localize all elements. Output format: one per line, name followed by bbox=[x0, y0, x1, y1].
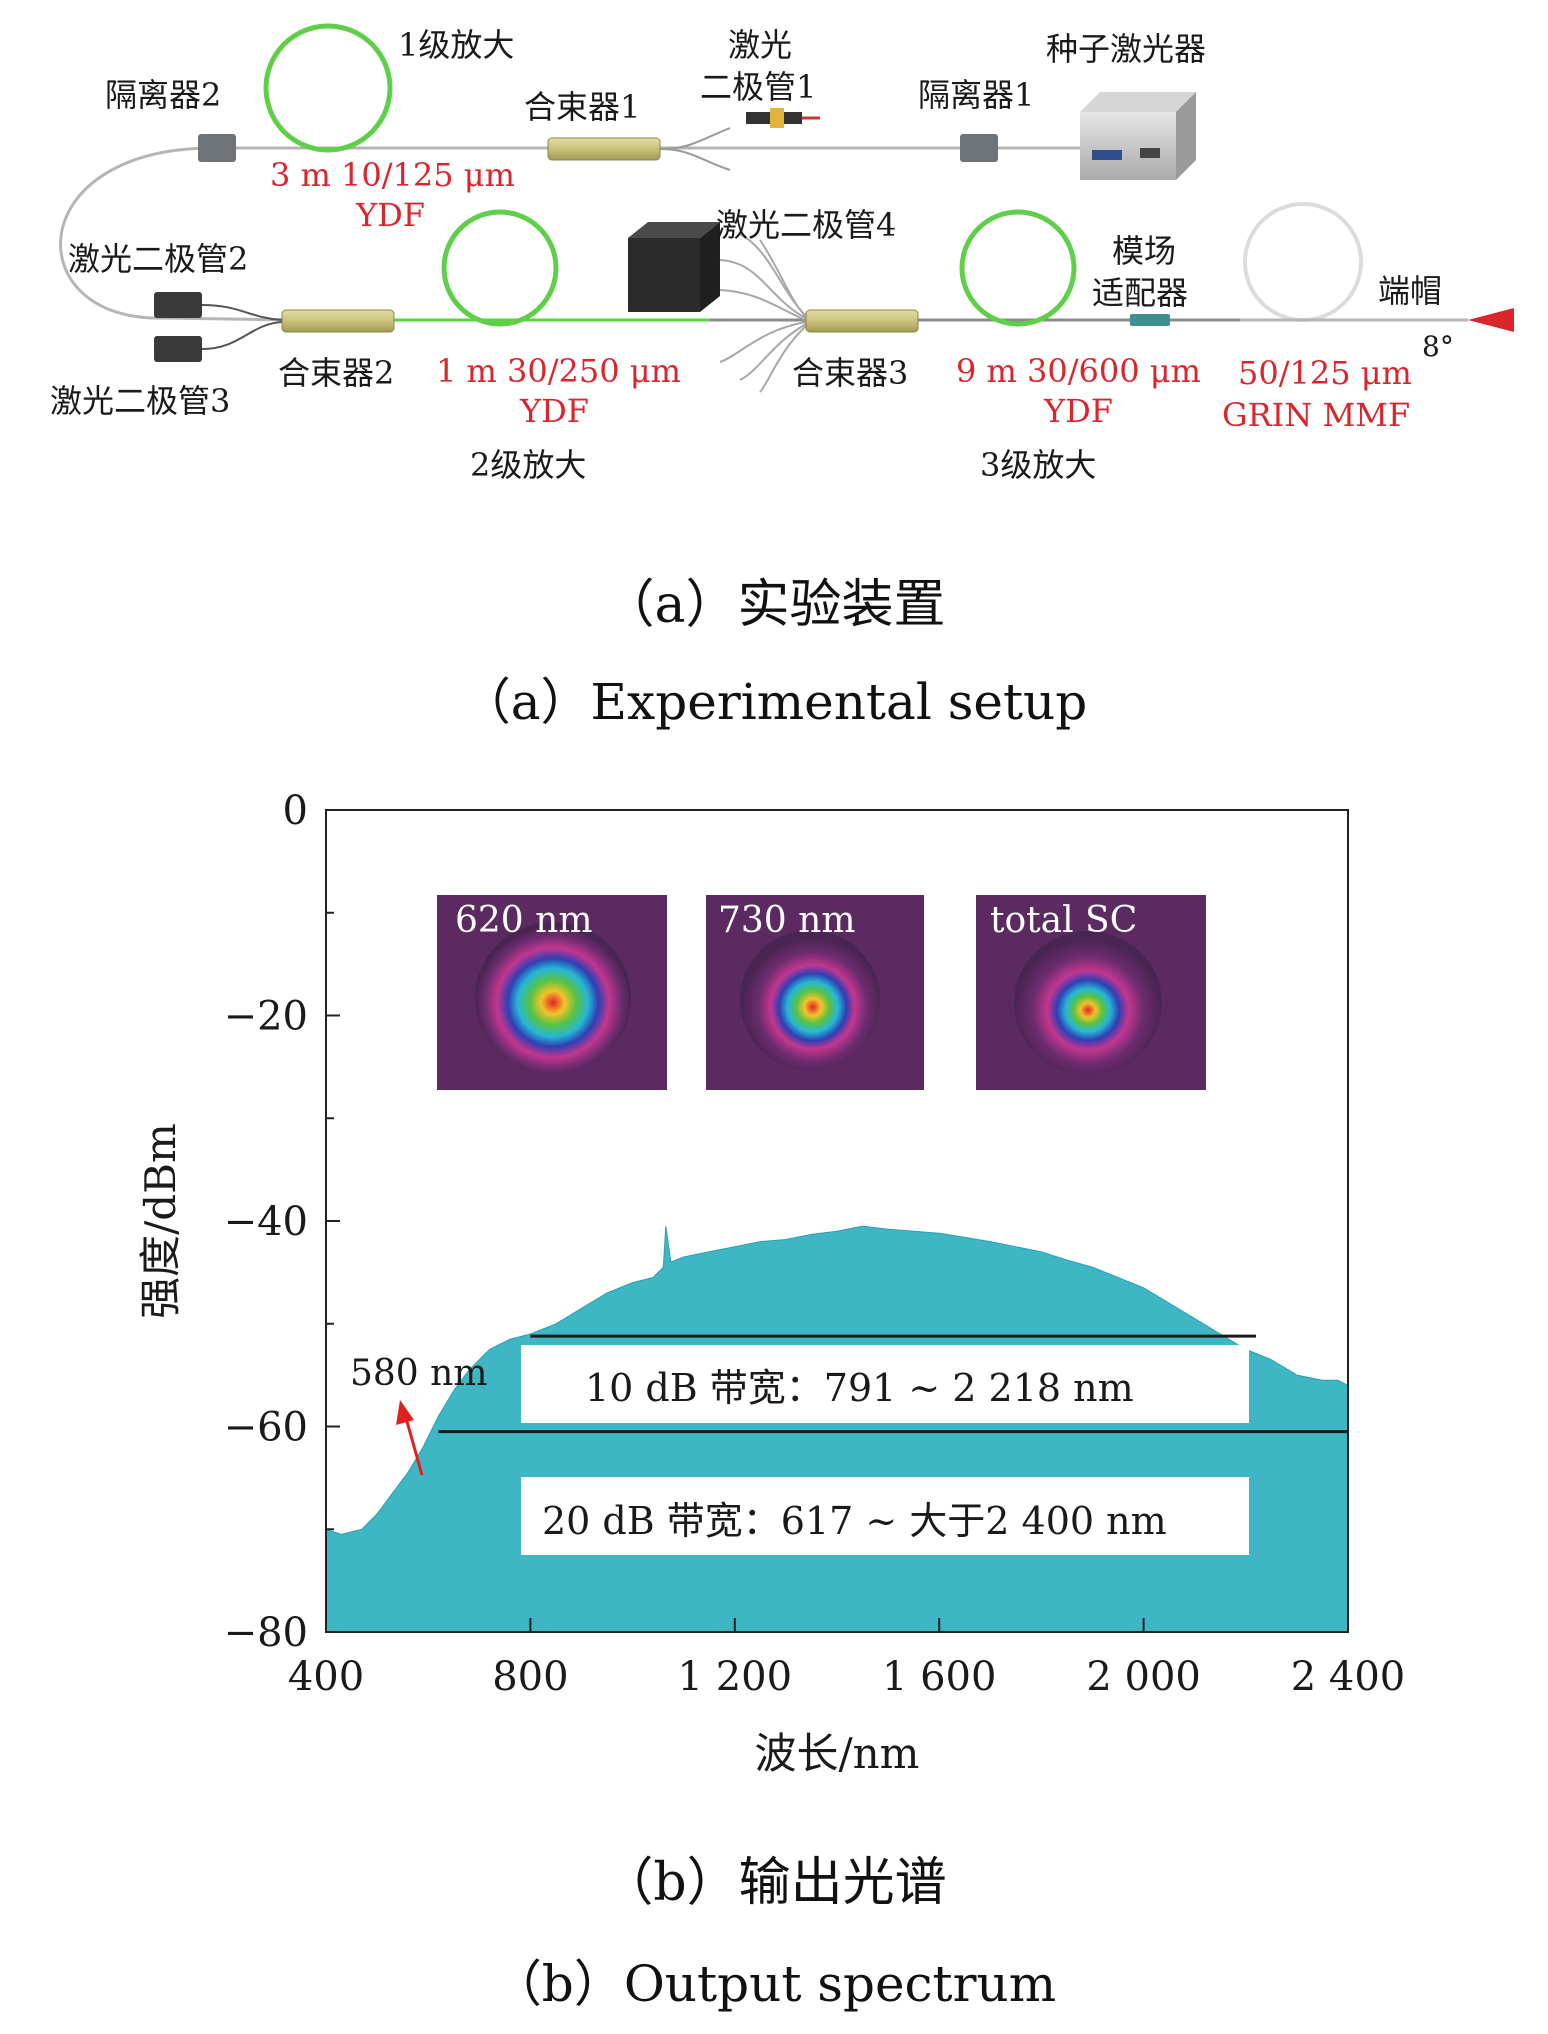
inset-total: total SC bbox=[976, 895, 1206, 1090]
band10-label: 10 dB 带宽：791 ~ 2 218 nm bbox=[585, 1366, 1134, 1410]
x-tick-label: 1 200 bbox=[678, 1654, 793, 1700]
setup-diagram: 隔离器2 1级放大 激光 二极管1 种子激光器 隔离器1 合束器1 3 m 10… bbox=[0, 0, 1548, 530]
marker-580-arrowhead bbox=[396, 1400, 414, 1425]
x-ticks: 400 800 1 200 1 600 2 000 2 400 bbox=[288, 1618, 1405, 1700]
y-ticks: 0 −20 −40 −60 −80 bbox=[224, 788, 340, 1656]
fiber-loop bbox=[59, 146, 301, 322]
label-angle: 8° bbox=[1422, 330, 1454, 363]
label-fiber2-line2: YDF bbox=[519, 392, 589, 430]
mode-adapter-device bbox=[1130, 314, 1170, 326]
band10-box bbox=[521, 1345, 1249, 1423]
label-fiber4-line1: 50/125 μm bbox=[1238, 354, 1412, 392]
label-stage3: 3级放大 bbox=[980, 446, 1096, 484]
caption-b-cn: （b）输出光谱 bbox=[601, 1853, 947, 1913]
ld2-device bbox=[154, 292, 202, 318]
label-fiber4-line2: GRIN MMF bbox=[1222, 396, 1410, 434]
x-tick-label: 2 000 bbox=[1086, 1654, 1201, 1700]
coil-stage3 bbox=[959, 209, 1077, 327]
label-stage2: 2级放大 bbox=[470, 446, 586, 484]
inset-730-label: 730 nm bbox=[718, 900, 855, 941]
setup-svg: 隔离器2 1级放大 激光 二极管1 种子激光器 隔离器1 合束器1 3 m 10… bbox=[50, 23, 1514, 484]
y-tick-label: −80 bbox=[224, 1610, 308, 1656]
marker-580-arrow bbox=[404, 1417, 424, 1476]
ld3-device bbox=[154, 336, 202, 362]
endcap-device bbox=[1468, 308, 1514, 332]
label-combiner3: 合束器3 bbox=[792, 354, 908, 392]
label-endcap: 端帽 bbox=[1378, 272, 1442, 310]
combiner1-pigtails bbox=[659, 127, 731, 171]
y-tick-label: −60 bbox=[224, 1405, 308, 1451]
caption-b-en: （b）Output spectrum bbox=[491, 1955, 1057, 2013]
label-ld4: 激光二极管4 bbox=[716, 206, 896, 244]
isolator1-device bbox=[960, 134, 998, 162]
label-fiber2-line1: 1 m 30/250 μm bbox=[436, 352, 681, 390]
chart-svg: 10 dB 带宽：791 ~ 2 218 nm 20 dB 带宽：617 ~ 大… bbox=[136, 788, 1405, 1778]
label-isolator2: 隔离器2 bbox=[105, 76, 221, 114]
label-mode-adapter-line1: 模场 bbox=[1112, 232, 1176, 270]
label-fiber3-line1: 9 m 30/600 μm bbox=[956, 352, 1201, 390]
label-seed: 种子激光器 bbox=[1046, 30, 1206, 68]
band20-box bbox=[521, 1477, 1249, 1555]
spectrum-area bbox=[325, 1225, 1349, 1633]
label-isolator1: 隔离器1 bbox=[918, 76, 1034, 114]
band20-label: 20 dB 带宽：617 ~ 大于2 400 nm bbox=[542, 1499, 1167, 1543]
y-tick-label: −20 bbox=[224, 994, 308, 1040]
inset-620: 620 nm bbox=[437, 895, 667, 1090]
label-fiber1-line1: 3 m 10/125 μm bbox=[270, 156, 515, 194]
label-fiber1-line2: YDF bbox=[355, 196, 425, 234]
label-mode-adapter-line2: 适配器 bbox=[1092, 274, 1188, 312]
ld4-pigtails bbox=[719, 233, 807, 393]
spectrum-chart: 10 dB 带宽：791 ~ 2 218 nm 20 dB 带宽：617 ~ 大… bbox=[0, 780, 1548, 1800]
label-ld3: 激光二极管3 bbox=[50, 382, 230, 420]
inset-620-label: 620 nm bbox=[455, 900, 592, 941]
combiner2-device bbox=[281, 309, 395, 333]
x-axis-label: 波长/nm bbox=[754, 1729, 919, 1778]
combiner3-device bbox=[805, 309, 919, 333]
label-fiber3-line2: YDF bbox=[1043, 392, 1113, 430]
x-tick-label: 800 bbox=[492, 1654, 568, 1700]
label-stage1: 1级放大 bbox=[398, 26, 514, 64]
inset-total-label: total SC bbox=[990, 900, 1137, 941]
y-tick-label: 0 bbox=[283, 788, 308, 834]
caption-a-en: （a）Experimental setup bbox=[460, 673, 1088, 731]
label-ld1-line2: 二极管1 bbox=[700, 68, 816, 106]
label-combiner1: 合束器1 bbox=[524, 88, 640, 126]
y-axis-label: 强度/dBm bbox=[136, 1123, 185, 1319]
inset-730: 730 nm bbox=[706, 895, 924, 1090]
ld4-device bbox=[628, 222, 720, 312]
combiner1-device bbox=[547, 137, 661, 161]
label-ld1-line1: 激光 bbox=[728, 26, 792, 64]
label-ld2: 激光二极管2 bbox=[68, 240, 248, 278]
x-tick-label: 2 400 bbox=[1291, 1654, 1406, 1700]
coil-mmf bbox=[1243, 202, 1363, 322]
coil-stage1 bbox=[263, 23, 393, 153]
x-tick-label: 400 bbox=[288, 1654, 364, 1700]
label-combiner2: 合束器2 bbox=[278, 354, 394, 392]
y-tick-label: −40 bbox=[224, 1199, 308, 1245]
marker-580-label: 580 nm bbox=[350, 1353, 487, 1394]
seed-laser-device bbox=[1080, 92, 1196, 180]
isolator2-device bbox=[198, 134, 236, 162]
x-tick-label: 1 600 bbox=[882, 1654, 997, 1700]
caption-a-cn: （a）实验装置 bbox=[602, 575, 946, 635]
coil-stage2 bbox=[441, 209, 559, 327]
